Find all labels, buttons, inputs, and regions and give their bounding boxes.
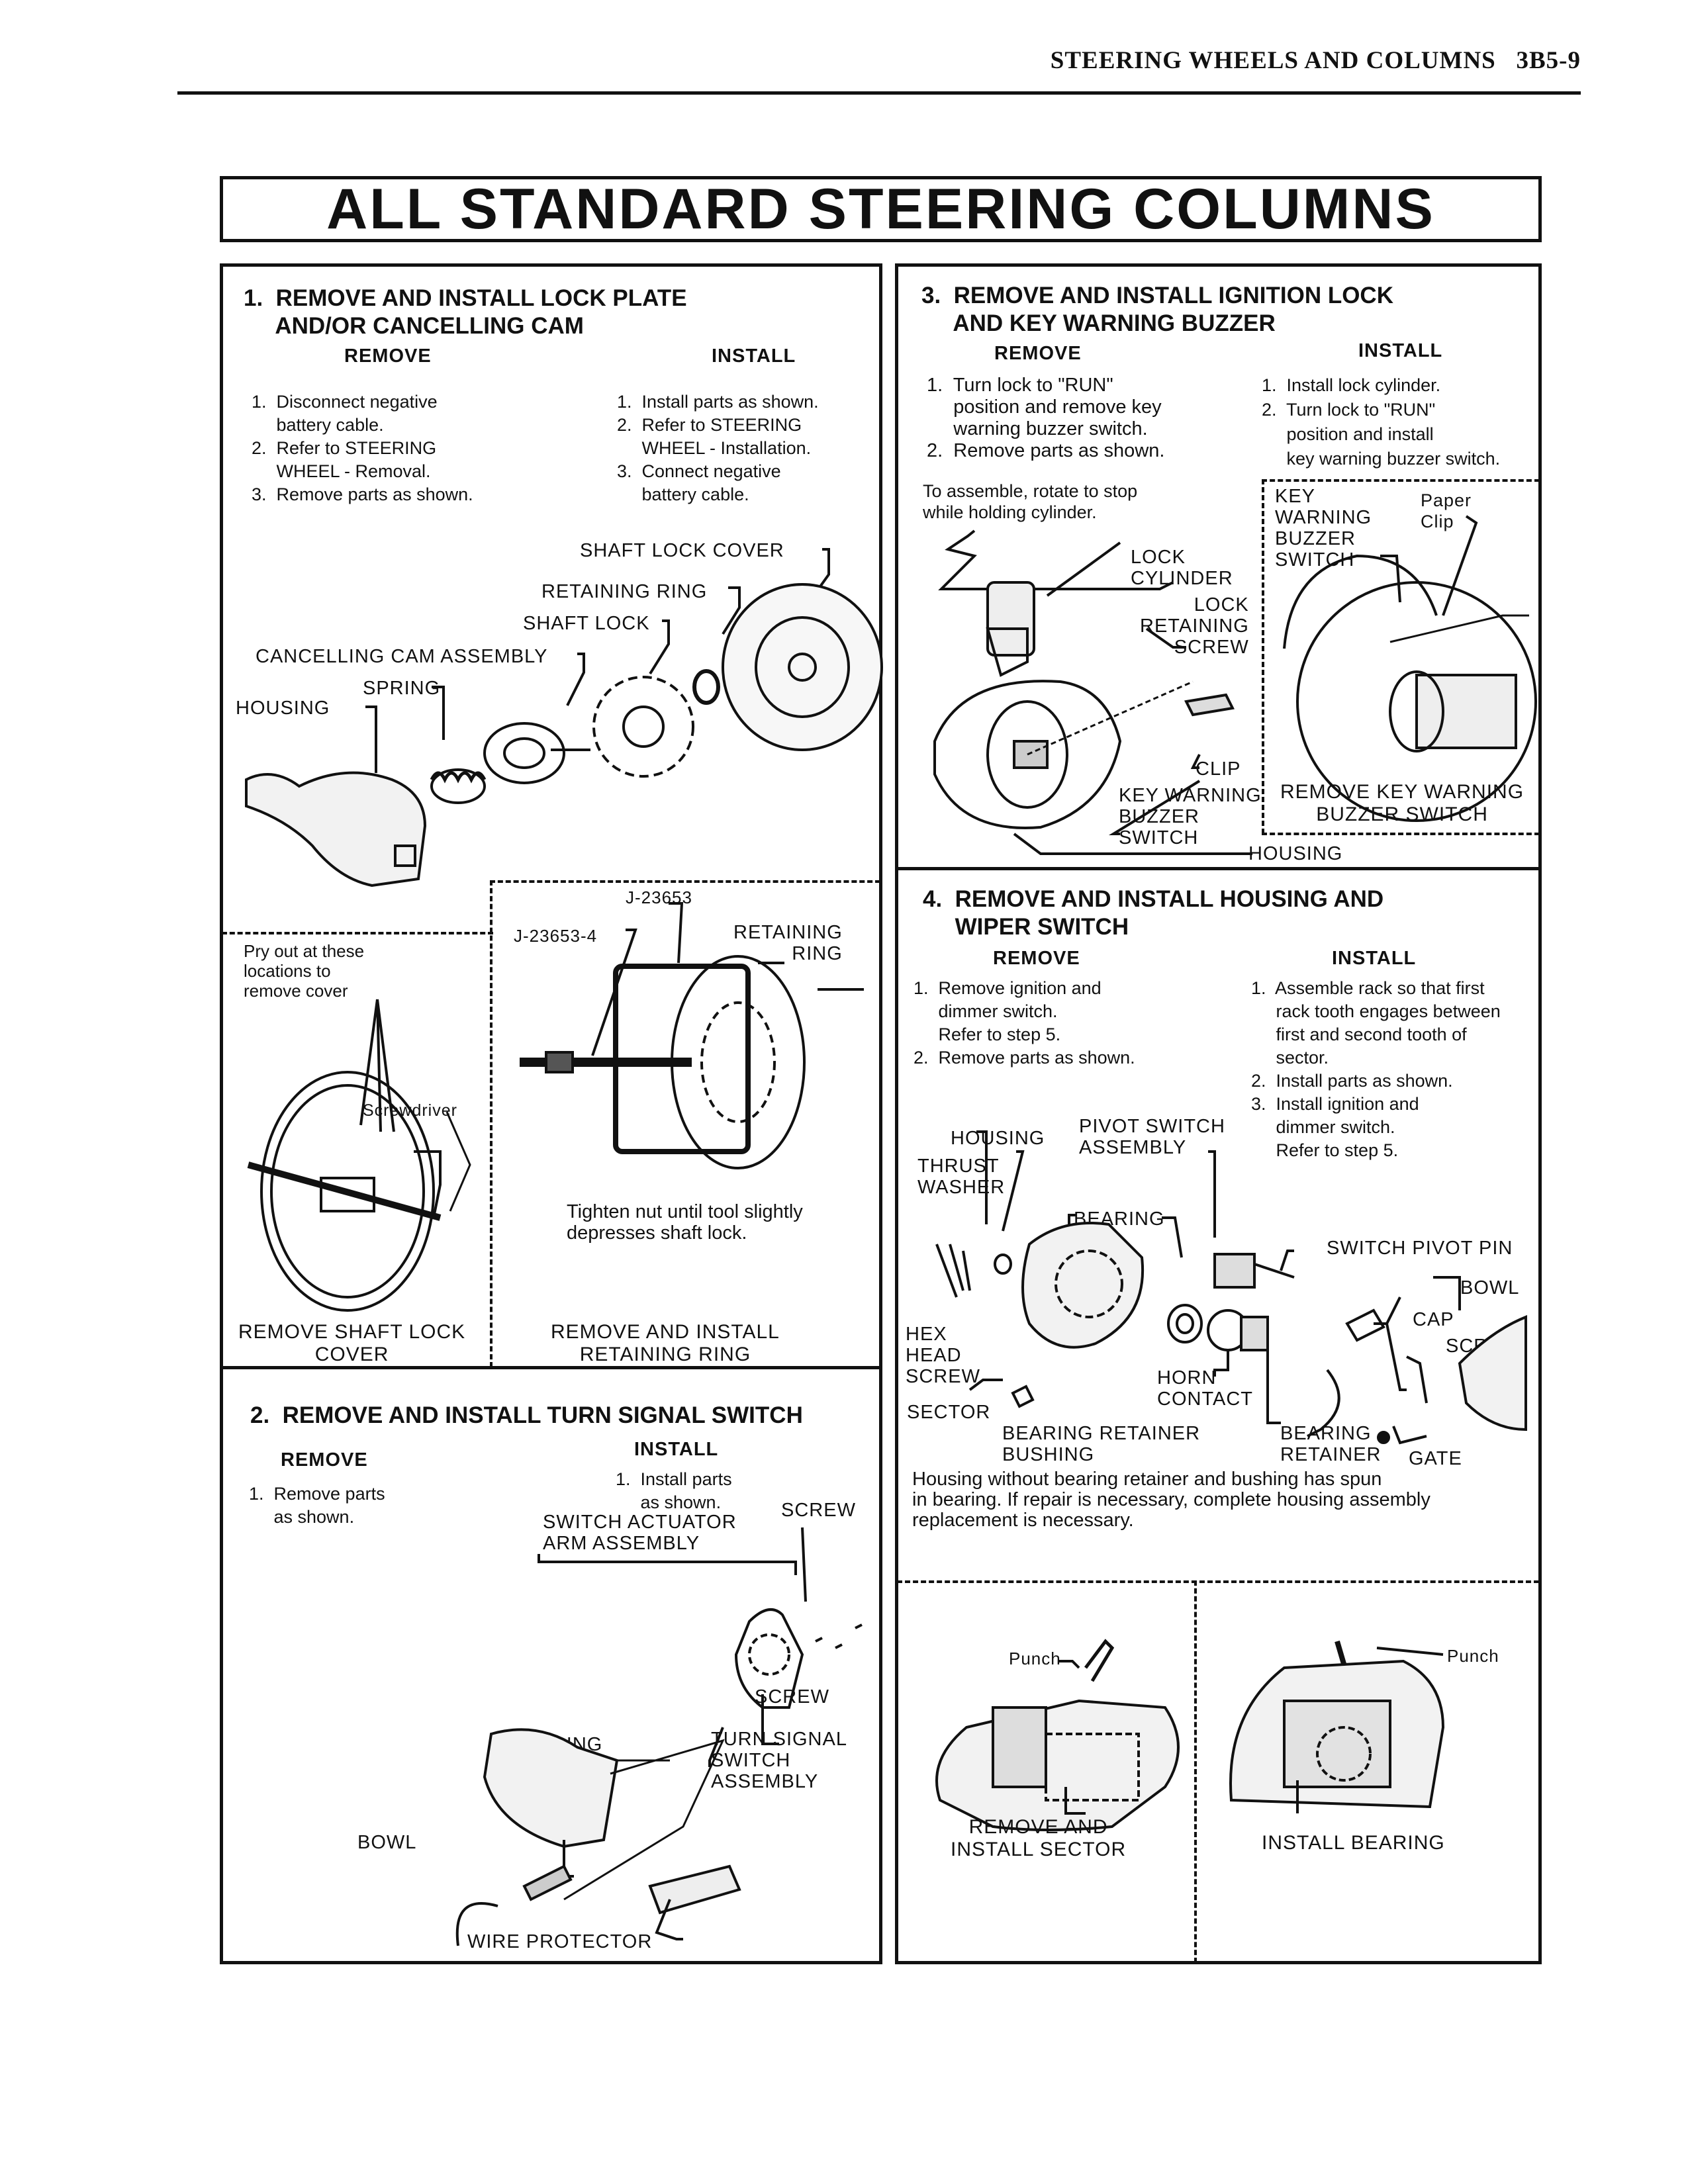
ignition-lock-drawing	[933, 529, 1252, 855]
left-panel	[220, 263, 882, 1964]
step1-exploded-drawing	[245, 548, 883, 887]
label-sector: SECTOR	[907, 1402, 991, 1423]
step1-pry-note: Pry out at these locations to remove cov…	[244, 941, 365, 1001]
step3-assemble-note: To assemble, rotate to stop while holdin…	[923, 481, 1138, 522]
shaft-lock-cover-drawing	[247, 999, 471, 1312]
label-spring: SPRING	[363, 678, 441, 699]
step1-bottom-rule	[220, 1366, 882, 1369]
label-punch-left: Punch	[1009, 1649, 1061, 1668]
label-housing-step1: HOUSING	[236, 698, 330, 719]
step2-install-heading: INSTALL	[634, 1439, 719, 1460]
label-screw-top: SCREW	[781, 1500, 856, 1521]
step4-sub-left-caption: REMOVE AND INSTALL SECTOR	[951, 1816, 1127, 1860]
label-bowl-step4: BOWL	[1460, 1277, 1520, 1298]
step3-install-steps: 1. Install lock cylinder. 2. Turn lock t…	[1262, 375, 1501, 469]
page-title: ALL STANDARD STEERING COLUMNS	[326, 177, 1435, 241]
step1-sub-b-caption: REMOVE AND INSTALL RETAINING RING	[551, 1321, 780, 1365]
bearing-drawing	[1229, 1640, 1445, 1813]
step3-remove-heading: REMOVE	[994, 343, 1082, 364]
step4-heading: 4. REMOVE AND INSTALL HOUSING AND WIPER …	[923, 886, 1384, 940]
label-key-warning-switch: KEY WARNING BUZZER SWITCH	[1119, 785, 1262, 848]
label-actuator-arm: SWITCH ACTUATOR ARM ASSEMBLY	[543, 1512, 737, 1554]
retaining-ring-tool-drawing	[520, 902, 864, 1169]
step1-divider-left	[222, 932, 493, 934]
step3-inset-caption: REMOVE KEY WARNING BUZZER SWITCH	[1280, 781, 1524, 825]
label-housing-step4: HOUSING	[951, 1128, 1045, 1149]
step1-install-steps: 1. Install parts as shown. 2. Refer to S…	[617, 392, 819, 504]
label-wire-protector: WIRE PROTECTOR	[467, 1931, 653, 1952]
step1-remove-heading: REMOVE	[344, 345, 432, 367]
label-bearing-retainer-bushing: BEARING RETAINER BUSHING	[1002, 1423, 1201, 1465]
label-buzzer-switch-inset: KEY WARNING BUZZER SWITCH	[1275, 486, 1372, 570]
step3-heading: 3. REMOVE AND INSTALL IGNITION LOCK AND …	[921, 283, 1393, 336]
step4-divider-horizontal	[897, 1580, 1539, 1583]
step4-housing-note: Housing without bearing retainer and bus…	[912, 1469, 1430, 1531]
title-box: ALL STANDARD STEERING COLUMNS	[220, 176, 1542, 242]
step4-divider-vertical	[1194, 1580, 1197, 1963]
right-panel	[895, 263, 1542, 1964]
label-gate: GATE	[1409, 1448, 1462, 1469]
step2-heading: 2. REMOVE AND INSTALL TURN SIGNAL SWITCH	[250, 1402, 803, 1428]
label-shaft-lock: SHAFT LOCK	[523, 613, 650, 634]
step3-remove-steps: 1. Turn lock to "RUN" position and remov…	[927, 375, 1165, 461]
step1-sub-a-caption: REMOVE SHAFT LOCK COVER	[238, 1321, 466, 1365]
label-bowl-step2: BOWL	[357, 1832, 417, 1853]
sector-drawing	[935, 1639, 1180, 1831]
step1-tighten-note: Tighten nut until tool slightly depresse…	[567, 1201, 803, 1244]
label-j23653-4: J-23653-4	[514, 926, 598, 946]
step4-remove-heading: REMOVE	[993, 948, 1080, 969]
step2-remove-steps: 1. Remove parts as shown.	[249, 1484, 385, 1527]
label-retaining-ring-sub: RETAINING RING	[733, 922, 843, 964]
step1-divider-vertical	[490, 880, 492, 1367]
section-title: STEERING WHEELS AND COLUMNS	[1050, 47, 1496, 74]
step1-heading: 1. REMOVE AND INSTALL LOCK PLATE AND/OR …	[244, 285, 687, 339]
step3-bottom-rule	[895, 867, 1542, 870]
header-rule	[177, 91, 1581, 95]
step1-remove-steps: 1. Disconnect negative battery cable. 2.…	[252, 392, 473, 504]
step4-remove-steps: 1. Remove ignition and dimmer switch. Re…	[914, 978, 1135, 1068]
page-header: STEERING WHEELS AND COLUMNS 3B5-9	[1051, 46, 1581, 75]
housing-wiper-drawing	[935, 1130, 1527, 1445]
step3-install-heading: INSTALL	[1358, 340, 1443, 361]
label-bearing-retainer: BEARING RETAINER	[1280, 1423, 1382, 1465]
step4-install-heading: INSTALL	[1332, 948, 1417, 969]
page-number: 3B5-9	[1516, 47, 1581, 74]
label-shaft-lock-cover: SHAFT LOCK COVER	[580, 540, 784, 561]
step2-remove-heading: REMOVE	[281, 1449, 368, 1471]
label-lock-retaining-screw: LOCK RETAINING SCREW	[1140, 594, 1249, 658]
step1-divider-top	[490, 880, 880, 883]
label-cap: CAP	[1413, 1309, 1454, 1330]
label-cancelling-cam: CANCELLING CAM ASSEMBLY	[256, 646, 548, 667]
step4-sub-right-caption: INSTALL BEARING	[1262, 1832, 1445, 1854]
step1-install-heading: INSTALL	[712, 345, 796, 367]
step3-inset-top	[1262, 479, 1540, 482]
buzzer-switch-drawing	[1283, 515, 1537, 822]
step3-inset-left	[1262, 479, 1264, 834]
label-hex-head-screw: HEX HEAD SCREW	[906, 1324, 980, 1387]
label-punch-right: Punch	[1447, 1646, 1499, 1666]
label-switch-pivot-pin: SWITCH PIVOT PIN	[1327, 1238, 1513, 1259]
label-housing-step3: HOUSING	[1248, 843, 1343, 864]
step4-install-steps: 1. Assemble rack so that first rack toot…	[1251, 978, 1501, 1160]
label-retaining-ring: RETAINING RING	[541, 581, 708, 602]
turn-signal-drawing	[455, 1527, 863, 1946]
label-turn-signal-switch: TURN SIGNAL SWITCH ASSEMBLY	[711, 1729, 847, 1792]
label-lock-cylinder: LOCK CYLINDER	[1131, 547, 1233, 589]
label-paper-clip: Paper Clip	[1421, 490, 1472, 531]
step3-inset-bottom	[1262, 833, 1540, 835]
label-pivot-switch: PIVOT SWITCH ASSEMBLY	[1079, 1116, 1225, 1158]
step2-install-steps: 1. Install parts as shown.	[616, 1469, 732, 1512]
label-horn-contact: HORN CONTACT	[1157, 1367, 1254, 1410]
label-clip: CLIP	[1196, 758, 1241, 780]
